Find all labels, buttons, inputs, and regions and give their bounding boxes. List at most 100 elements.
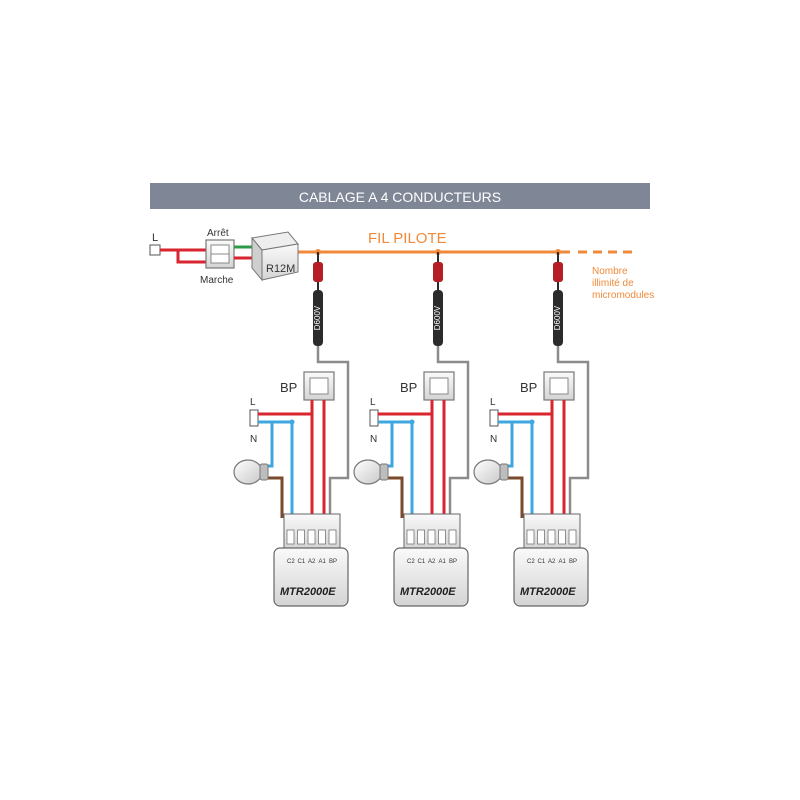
switch-phase-wire: [160, 248, 206, 264]
terminal-screw: [547, 529, 556, 545]
supply-terminal: [369, 409, 379, 427]
micromodule-body: [513, 547, 589, 607]
terminal-screw: [526, 529, 535, 545]
terminal-screw: [417, 529, 425, 545]
note-line-2: illimité de: [592, 278, 634, 289]
neutral-label: N: [490, 434, 497, 445]
terminal-label: A1: [559, 559, 567, 565]
r12m-label: R12M: [266, 263, 295, 275]
control-wire: [436, 346, 470, 522]
terminal-label: BP: [449, 559, 457, 565]
neutral-label: N: [370, 434, 377, 445]
neutral-label: N: [250, 434, 257, 445]
supply-terminal: [489, 409, 499, 427]
neutral-wire: [498, 420, 514, 468]
micromodule-body: [393, 547, 469, 607]
push-button-label: BP: [520, 380, 537, 395]
control-wire: [556, 346, 590, 522]
micromodule-label: MTR2000E: [520, 586, 576, 598]
phase-wire: [498, 400, 554, 416]
diode-body: [553, 290, 563, 346]
diode-label: D600V: [433, 305, 442, 330]
line-terminal-label: L: [152, 232, 158, 244]
line-label: L: [370, 397, 376, 408]
diode-body: [313, 290, 323, 346]
terminal-screw: [297, 529, 305, 545]
note-line-3: micromodules: [592, 290, 654, 301]
terminal-label: C2: [287, 559, 295, 565]
micromodule-label: MTR2000E: [400, 586, 456, 598]
terminal-label: A2: [428, 559, 436, 565]
phase-wire: [378, 400, 434, 416]
terminal-screw: [448, 529, 457, 545]
lamp-bulb-icon: [353, 459, 383, 485]
terminal-label: A2: [308, 559, 316, 565]
terminal-screw: [438, 529, 446, 545]
terminal-label: BP: [569, 559, 577, 565]
push-button-label: BP: [400, 380, 417, 395]
arret-label: Arrêt: [207, 228, 229, 239]
push-button-face: [549, 377, 569, 395]
terminal-label: C1: [538, 559, 546, 565]
neutral-junction-dot: [289, 419, 295, 425]
supply-terminal: [249, 409, 259, 427]
r12m-box-side: [251, 236, 263, 282]
push-button-face: [309, 377, 329, 395]
micromodule-body: [273, 547, 349, 607]
diode-label: D600V: [553, 305, 562, 330]
pilot-wire-label: FIL PILOTE: [368, 230, 447, 247]
diode-label: D600V: [313, 305, 322, 330]
micromodule-label: MTR2000E: [280, 586, 336, 598]
phase-wire: [258, 400, 314, 416]
neutral-wire: [378, 420, 394, 468]
terminal-label: C1: [418, 559, 426, 565]
micromodules-note: Nombre illimité de micromodules: [592, 266, 654, 301]
line-label: L: [250, 397, 256, 408]
terminal-screw: [318, 529, 326, 545]
terminal-screw: [286, 529, 295, 545]
neutral-junction-dot: [409, 419, 415, 425]
terminal-label: C1: [298, 559, 306, 565]
marche-label: Marche: [200, 275, 234, 286]
terminal-screw: [537, 529, 545, 545]
lamp-switched-wire: [386, 476, 404, 518]
terminal-screw: [427, 529, 436, 545]
terminal-screw: [328, 529, 337, 545]
lamp-socket: [499, 463, 509, 481]
terminal-label: C2: [527, 559, 535, 565]
push-button-face: [429, 377, 449, 395]
terminal-label: C2: [407, 559, 415, 565]
terminal-label: A2: [548, 559, 556, 565]
lamp-socket: [379, 463, 389, 481]
lamp-switched-wire: [506, 476, 524, 518]
push-button-label: BP: [280, 380, 297, 395]
diode-band: [313, 262, 323, 282]
terminal-screw: [406, 529, 415, 545]
pilot-switch-section: L Arrêt Marche R12M: [149, 228, 299, 286]
terminal-screw: [568, 529, 577, 545]
line-label: L: [490, 397, 496, 408]
diode-body: [433, 290, 443, 346]
lamp-bulb-icon: [473, 459, 503, 485]
neutral-wire: [258, 420, 274, 468]
title-bar: [150, 183, 650, 209]
terminal-screw: [558, 529, 566, 545]
diode-band: [553, 262, 563, 282]
neutral-junction-dot: [529, 419, 535, 425]
line-terminal: [149, 244, 161, 256]
lamp-bulb-icon: [233, 459, 263, 485]
diode-band: [433, 262, 443, 282]
control-wire: [316, 346, 350, 522]
lamp-socket: [259, 463, 269, 481]
diagram-title: CABLAGE A 4 CONDUCTEURS: [299, 189, 501, 205]
lamp-switched-wire: [266, 476, 284, 518]
terminal-label: A1: [319, 559, 327, 565]
terminal-label: BP: [329, 559, 337, 565]
terminal-screw: [307, 529, 316, 545]
note-line-1: Nombre: [592, 266, 628, 277]
terminal-label: A1: [439, 559, 447, 565]
